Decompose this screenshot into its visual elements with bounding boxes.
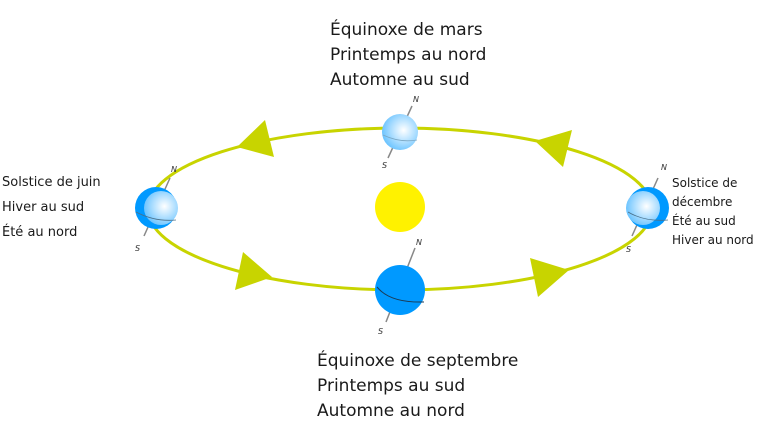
south-label: S <box>626 245 631 254</box>
south-label: S <box>135 244 140 253</box>
label-line: Équinoxe de mars <box>330 20 483 40</box>
north-label: N <box>413 95 419 104</box>
arrow-bottom-right <box>530 258 569 297</box>
south-label: S <box>378 327 383 336</box>
label-line: Hiver au sud <box>2 200 85 215</box>
arrow-top-left <box>237 120 274 157</box>
label-line: Printemps au nord <box>330 45 487 65</box>
north-label: N <box>416 238 422 247</box>
label-line: Automne au nord <box>317 401 465 421</box>
label-march-equinox: Équinoxe de mars Printemps au nord Autom… <box>330 18 486 93</box>
label-september-equinox: Équinoxe de septembre Printemps au sud A… <box>317 349 518 424</box>
earth-march: N S <box>382 95 419 170</box>
label-line: Été au sud <box>672 214 736 228</box>
north-label: N <box>171 165 177 174</box>
south-label: S <box>382 161 387 170</box>
earth-september: N S <box>375 238 425 336</box>
label-june-solstice: Solstice de juin Hiver au sud Été au nor… <box>2 170 101 245</box>
arrow-top-right <box>535 130 572 167</box>
label-line: Solstice de juin <box>2 175 101 190</box>
label-december-solstice: Solstice de décembre Été au sud Hiver au… <box>672 174 768 250</box>
north-label: N <box>661 163 667 172</box>
label-line: Hiver au nord <box>672 233 754 247</box>
label-line: Printemps au sud <box>317 376 466 396</box>
label-line: Automne au sud <box>330 70 470 90</box>
earth-june: N S <box>135 165 178 253</box>
label-line: Été au nord <box>2 225 78 240</box>
sun <box>375 182 425 232</box>
earth-december: N S <box>626 163 669 254</box>
arrow-bottom-left <box>235 252 272 290</box>
label-line: Équinoxe de septembre <box>317 351 519 371</box>
label-line: Solstice de décembre <box>672 176 738 209</box>
